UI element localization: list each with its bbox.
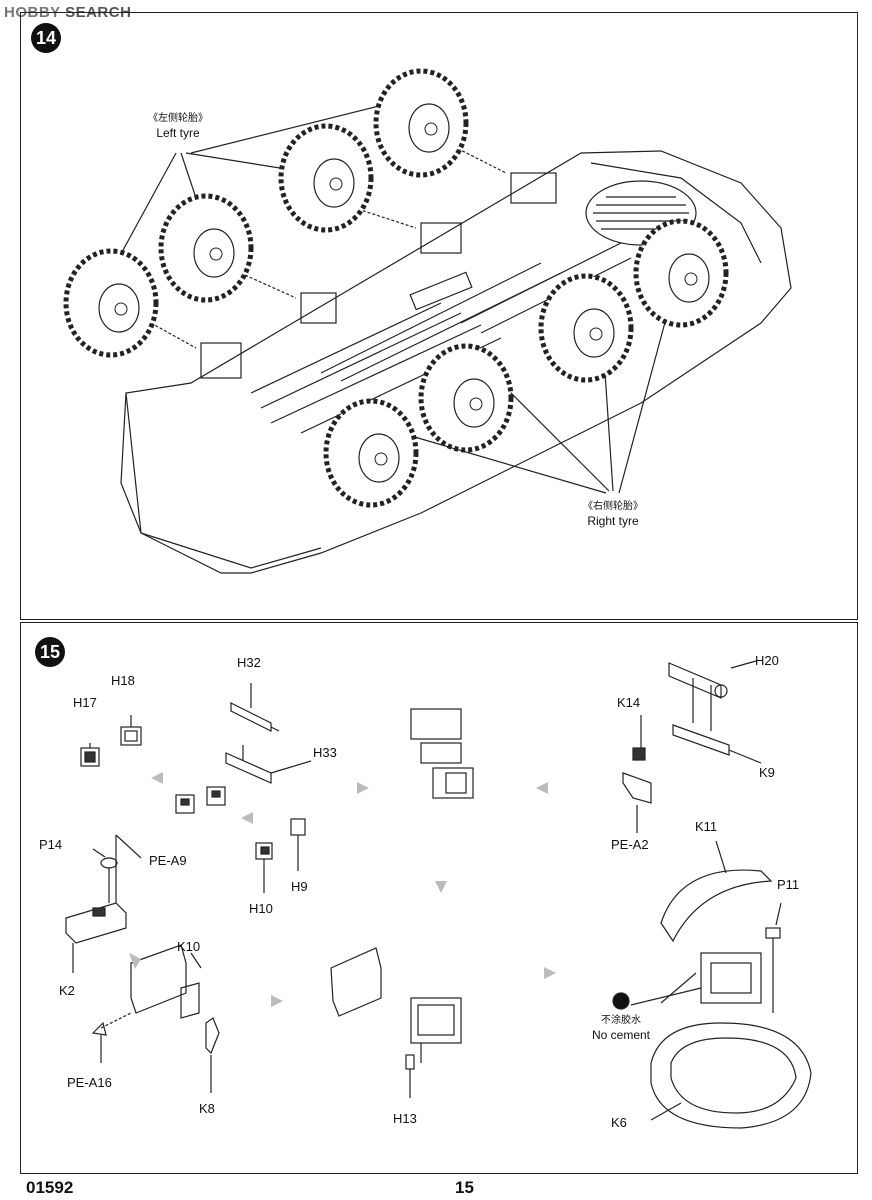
part-label-h32: H32 [237, 655, 261, 670]
part-label-p11: P11 [777, 877, 800, 892]
no-cement-icon [612, 992, 630, 1010]
part-label-k11: K11 [695, 819, 718, 834]
part-label-pe-a2: PE-A2 [611, 837, 649, 852]
right-tyres [323, 218, 729, 508]
no-cement-label-zh: 不涂胶水 [601, 1015, 641, 1026]
left-tyre-label-zh: 《左侧轮胎》 [148, 113, 208, 124]
part-label-k6: K6 [611, 1115, 627, 1130]
part-label-pe-a16: PE-A16 [67, 1075, 112, 1090]
part-label-k8: K8 [199, 1101, 215, 1116]
assembly-arrows [129, 772, 556, 1007]
no-cement-label-en: No cement [591, 1028, 651, 1042]
right-tyre-2 [418, 343, 514, 453]
right-tyre-caption: 《右侧轮胎》 Right tyre [573, 499, 653, 529]
part-label-k14: K14 [617, 695, 641, 710]
part-label-h9: H9 [291, 879, 308, 894]
right-tyre-3 [538, 273, 634, 383]
part-label-h17: H17 [73, 695, 97, 710]
part-label-h18: H18 [111, 673, 135, 688]
step-14-panel: 14 [20, 12, 858, 620]
right-tyre-1 [323, 398, 419, 508]
left-tyre-1 [63, 248, 159, 358]
product-code: 01592 [26, 1178, 74, 1197]
part-label-h13: H13 [393, 1111, 417, 1126]
left-tyre-caption: 《左侧轮胎》 Left tyre [133, 111, 223, 141]
step-15-panel: 15 [20, 622, 858, 1174]
part-label-h33: H33 [313, 745, 337, 760]
right-tyre-label-en: Right tyre [587, 514, 639, 528]
part-label-p14: P14 [39, 837, 63, 852]
right-tyre-4 [633, 218, 729, 328]
step-14-drawing [63, 68, 792, 574]
part-label-h20: H20 [755, 653, 779, 668]
left-tyre-4 [373, 68, 469, 178]
left-tyres [63, 68, 469, 358]
page-number: 15 [455, 1178, 474, 1197]
part-label-k9: K9 [759, 765, 775, 780]
step-number-15: 15 [35, 637, 65, 667]
right-tyre-label-zh: 《右侧轮胎》 [583, 501, 643, 512]
part-label-k10: K10 [177, 939, 201, 954]
part-label-h10: H10 [249, 901, 273, 916]
part-label-k2: K2 [59, 983, 75, 998]
left-tyre-2 [158, 193, 254, 303]
left-tyre-3 [278, 123, 374, 233]
step-number-14: 14 [31, 23, 61, 53]
left-tyre-label-en: Left tyre [156, 126, 200, 140]
part-label-pe-a9: PE-A9 [149, 853, 187, 868]
step-15-drawing [65, 660, 812, 1129]
no-cement-note: 不涂胶水 No cement [581, 1013, 661, 1043]
